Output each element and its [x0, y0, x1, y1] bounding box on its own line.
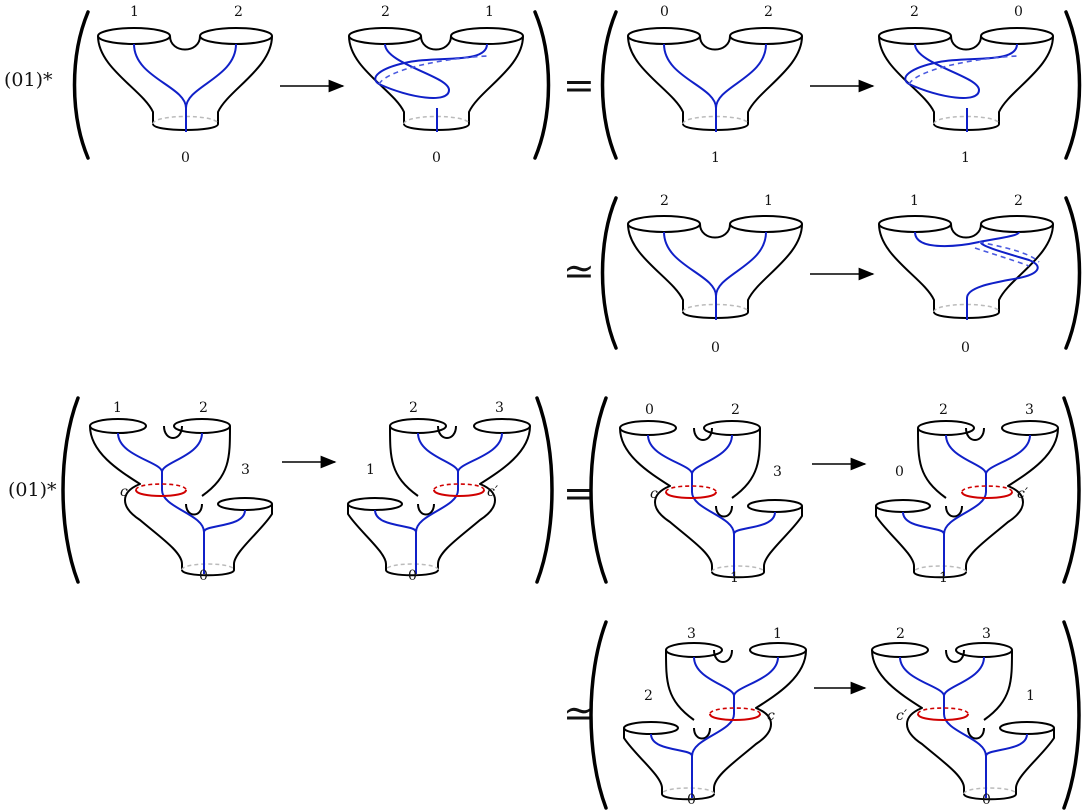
pants-surface-r1-lhs-left [97, 27, 273, 132]
paren-open-row2 [61, 396, 80, 584]
label-r2-alt-left-b: 1 [773, 626, 782, 642]
surface-r2-alt-right [871, 642, 1055, 801]
surface-r2-alt-left [623, 642, 807, 801]
label-r2-alt-left-bottom: 0 [687, 792, 696, 808]
label-r2-lhs-left-b: 2 [199, 400, 208, 416]
label-r2-rhs-right-a: 2 [939, 402, 948, 418]
pants-surface-r1-rhs-right [878, 27, 1054, 132]
label-r1-lhs-left-top-right: 2 [234, 4, 243, 20]
label-r1-rhs-left-bottom: 1 [711, 150, 720, 166]
label-r2-rhs-right-b: 3 [1025, 402, 1034, 418]
label-r2-lhs-left-c: 3 [241, 462, 250, 478]
operator-label-row2: (01)* [8, 479, 57, 501]
paren-close-row2 [535, 396, 554, 584]
paren-open-row2-alt [589, 620, 608, 810]
label-r2-lhs-right-c: 1 [366, 462, 375, 478]
surface-r2-rhs-right [875, 420, 1059, 579]
label-r1-lhs-right-top-left: 2 [381, 4, 390, 20]
label-r1-lhs-right-top-right: 1 [485, 4, 494, 20]
label-r2-lhs-right-a: 2 [409, 400, 418, 416]
label-r2-lhs-right-bottom: 0 [408, 568, 417, 584]
label-r1-lhs-left-bottom: 0 [181, 150, 190, 166]
curve-label-r2-alt-right: c′ [896, 708, 908, 724]
label-r1-alt-left-bottom: 0 [711, 340, 720, 356]
label-r1-alt-left-top-left: 2 [660, 193, 669, 209]
curve-label-r2-lhs-right: c′ [487, 484, 499, 500]
paren-open-row2-rhs [589, 396, 608, 584]
label-r1-alt-left-top-right: 1 [764, 193, 773, 209]
label-r1-alt-right-top-right: 2 [1014, 193, 1023, 209]
curve-label-r2-rhs-left: c [650, 486, 658, 502]
operator-label-row1: (01)* [4, 69, 53, 91]
pants-surface-r1-alt-right [878, 215, 1054, 320]
label-r2-alt-left-a: 3 [687, 626, 696, 642]
label-r2-alt-left-c: 2 [644, 688, 653, 704]
paren-close-row1-alt [1064, 196, 1082, 350]
label-r2-lhs-right-b: 3 [495, 400, 504, 416]
surface-r2-lhs-left [89, 418, 273, 577]
pants-surface-r1-lhs-right [348, 27, 524, 132]
curve-label-r2-rhs-right: c′ [1017, 486, 1029, 502]
paren-close-row1-rhs [1064, 10, 1082, 160]
label-r1-lhs-right-bottom: 0 [432, 150, 441, 166]
label-r2-rhs-left-b: 2 [731, 402, 740, 418]
surface-r2-lhs-right [347, 418, 531, 577]
paren-close-row2-alt [1062, 620, 1081, 810]
label-r2-rhs-right-c: 0 [895, 464, 904, 480]
label-r2-alt-right-a: 2 [896, 626, 905, 642]
surface-r2-rhs-left [619, 420, 803, 579]
label-r1-rhs-left-top-left: 0 [660, 4, 669, 20]
curve-label-r2-alt-left: c [767, 708, 775, 724]
label-r2-rhs-right-bottom: 1 [939, 570, 948, 586]
curve-label-r2-lhs-left: c [120, 484, 128, 500]
label-r1-alt-right-top-left: 1 [910, 193, 919, 209]
label-r2-rhs-left-c: 3 [773, 464, 782, 480]
label-r1-rhs-right-top-left: 2 [910, 4, 919, 20]
label-r2-lhs-left-bottom: 0 [199, 568, 208, 584]
simeq-sign-row1: ≃ [563, 249, 595, 293]
label-r2-alt-right-b: 3 [982, 626, 991, 642]
pants-surface-r1-rhs-left [627, 27, 803, 132]
label-r1-rhs-right-top-right: 0 [1014, 4, 1023, 20]
label-r2-alt-right-c: 1 [1026, 688, 1035, 704]
equals-sign-row1: = [563, 63, 595, 107]
label-r1-rhs-left-top-right: 2 [764, 4, 773, 20]
label-r1-alt-right-bottom: 0 [961, 340, 970, 356]
paren-open-row1-rhs [600, 10, 618, 160]
label-r2-rhs-left-bottom: 1 [730, 570, 739, 586]
label-r1-lhs-left-top-left: 1 [130, 4, 139, 20]
pants-surface-r1-alt-left [627, 215, 803, 320]
label-r1-rhs-right-bottom: 1 [961, 150, 970, 166]
label-r2-rhs-left-a: 0 [645, 402, 654, 418]
label-r2-alt-right-bottom: 0 [982, 792, 991, 808]
label-r2-lhs-left-a: 1 [113, 400, 122, 416]
paren-open-row1 [72, 10, 90, 160]
paren-close-row1 [533, 10, 551, 160]
paren-close-row2-rhs [1062, 396, 1081, 584]
paren-open-row1-alt [600, 196, 618, 350]
